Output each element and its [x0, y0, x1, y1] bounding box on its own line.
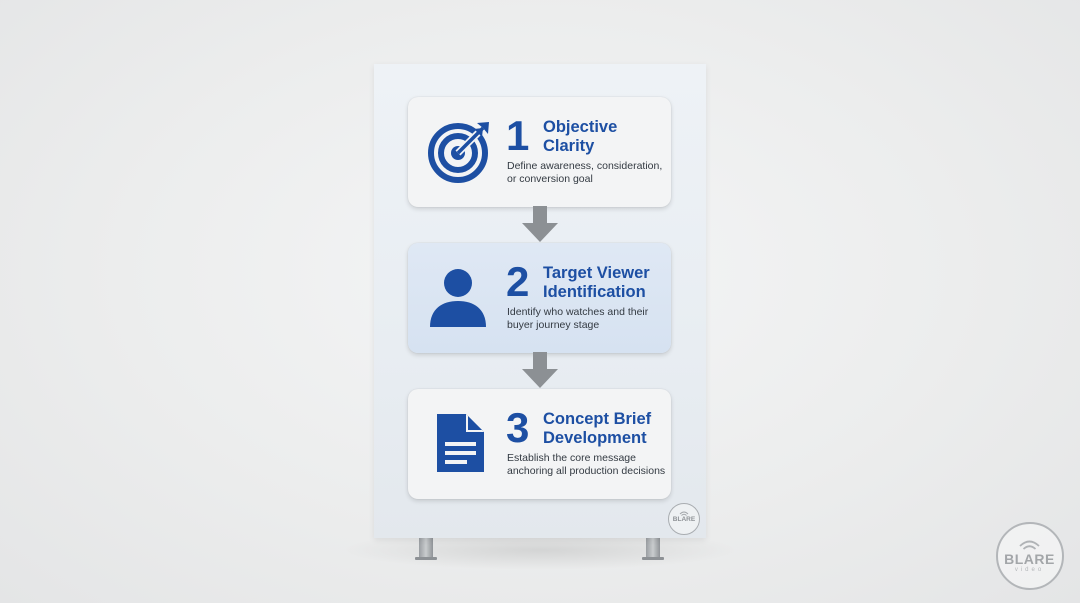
step-card-3: 3 Concept Brief Development Establish th… [408, 389, 671, 499]
step-description: Define awareness, consideration, or conv… [507, 160, 663, 185]
board-logo-text: BLARE [672, 516, 696, 523]
step-description: Establish the core message anchoring all… [507, 452, 666, 477]
target-icon [428, 119, 492, 183]
step-description: Identify who watches and their buyer jou… [507, 306, 649, 331]
step-number: 3 [506, 404, 530, 451]
watermark-logo-subtext: video [1014, 567, 1045, 573]
step-title: Target Viewer Identification [543, 264, 650, 301]
down-arrow-icon [522, 206, 558, 242]
step-title: Concept Brief Development [543, 410, 652, 447]
person-icon [428, 265, 492, 329]
step-card-1: 1 Objective Clarity Define awareness, co… [408, 97, 671, 207]
step-title: Objective Clarity [543, 118, 618, 155]
watermark-logo-text: BLARE [1004, 551, 1055, 567]
watermark-logo: BLARE video [996, 522, 1064, 590]
step-number: 1 [506, 112, 530, 159]
step-number: 2 [506, 258, 530, 305]
stand-leg-left [415, 538, 437, 560]
step-card-2: 2 Target Viewer Identification Identify … [408, 243, 671, 353]
board-logo: BLARE [668, 503, 700, 535]
stand-leg-right [642, 538, 664, 560]
document-icon [428, 411, 492, 475]
down-arrow-icon [522, 352, 558, 388]
